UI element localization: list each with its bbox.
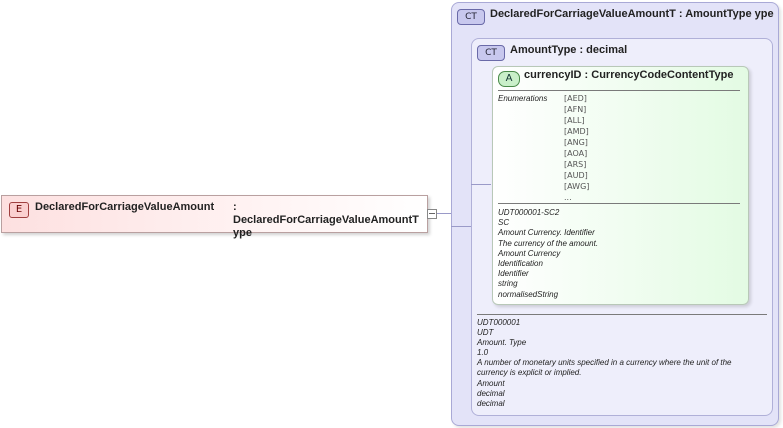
tree-line-horizontal <box>471 184 491 185</box>
doc-line: Amount Currency. Identifier <box>498 228 595 238</box>
doc-line: Amount <box>477 378 505 388</box>
enum-item: [AED] <box>564 94 587 103</box>
enum-item: ... <box>564 193 572 202</box>
divider <box>498 203 740 204</box>
enum-item: [ANG] <box>564 138 588 147</box>
complex-type-icon: CT <box>457 9 485 25</box>
element-badge-icon: E <box>9 202 29 218</box>
element-box[interactable]: E DeclaredForCarriageValueAmount : Decla… <box>1 195 428 239</box>
enum-item: [AUD] <box>564 171 588 180</box>
enum-item: [AOA] <box>564 149 588 158</box>
collapse-toggle[interactable] <box>427 209 437 219</box>
doc-line: Amount. Type <box>477 338 527 348</box>
divider <box>477 314 767 315</box>
enum-item: [AWG] <box>564 182 590 191</box>
connector-line <box>437 213 451 214</box>
attribute-badge-icon: A <box>498 71 520 87</box>
enum-item: [ALL] <box>564 116 585 125</box>
doc-line: UDT000001-SC2 <box>498 208 560 217</box>
inner-type-title: AmountType : decimal <box>510 44 628 56</box>
doc-line: decimal <box>477 398 505 408</box>
doc-line: A number of monetary units specified in … <box>477 358 732 368</box>
element-name: DeclaredForCarriageValueAmount <box>35 201 215 213</box>
divider <box>498 90 740 91</box>
doc-line: string <box>498 279 518 289</box>
doc-line: currency is explicit or implied. <box>477 368 582 378</box>
doc-line: 1.0 <box>477 348 489 358</box>
tree-line-vertical <box>471 75 472 225</box>
complex-type-icon: CT <box>477 45 505 61</box>
enum-item: [AMD] <box>564 127 589 136</box>
doc-line: normalisedString <box>498 289 559 299</box>
doc-line: Identification <box>498 259 543 269</box>
element-type: : DeclaredForCarriageValueAmountT ype <box>233 201 419 239</box>
tree-line-horizontal <box>451 226 471 227</box>
enum-item: [AFN] <box>564 105 587 114</box>
doc-line: Identifier <box>498 269 529 279</box>
doc-line: UDT000001 <box>477 318 521 327</box>
attribute-title: currencyID : CurrencyCodeContentType <box>524 69 734 81</box>
enum-item: [ARS] <box>564 160 587 169</box>
enumerations-label: Enumerations <box>498 94 548 103</box>
doc-line: decimal <box>477 388 505 398</box>
enumerations-list: [AED] [AFN] [ALL] [AMD] [ANG] [AOA] [ARS… <box>564 93 589 203</box>
doc-line: UDT <box>477 328 494 338</box>
type-documentation: UDT000001 UDT Amount. Type 1.0 A number … <box>477 318 767 409</box>
outer-type-title: DeclaredForCarriageValueAmountT : Amount… <box>490 8 774 20</box>
doc-line: The currency of the amount. <box>498 238 599 248</box>
attribute-documentation: UDT000001-SC2 SC Amount Currency. Identi… <box>498 208 598 300</box>
doc-line: Amount Currency <box>498 248 561 258</box>
attribute-box[interactable]: A currencyID : CurrencyCodeContentType E… <box>492 66 749 305</box>
doc-line: SC <box>498 218 510 228</box>
